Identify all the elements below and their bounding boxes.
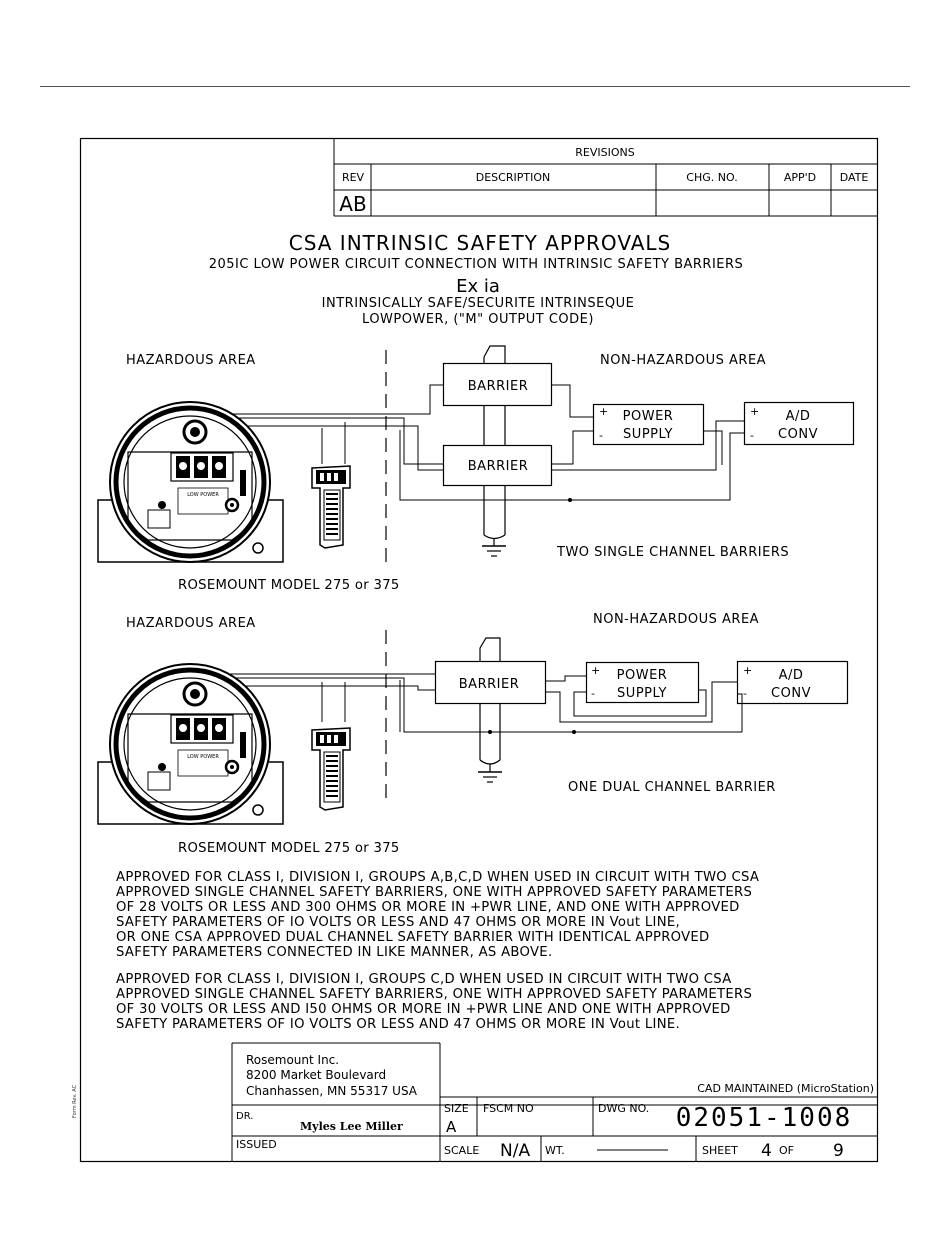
date-header: DATE: [840, 171, 869, 184]
company-city: Chanhassen, MN 55317 USA: [246, 1084, 418, 1098]
svg-text:+: +: [591, 664, 600, 677]
supply-label-2: SUPPLY: [617, 686, 667, 701]
dwg-no-label: DWG NO.: [598, 1102, 649, 1115]
scale-label: SCALE: [444, 1144, 479, 1157]
dual-barrier-box: [434, 660, 547, 705]
diagram-one-dual-channel: HAZARDOUS AREA NON-HAZARDOUS AREA BARRIE…: [126, 612, 849, 856]
rosemount-model-label-2: ROSEMOUNT MODEL 275 or 375: [178, 841, 400, 856]
issued-label: ISSUED: [236, 1138, 277, 1151]
svg-text:-: -: [599, 429, 603, 442]
note-1-line-4: SAFETY PARAMETERS OF IO VOLTS OR LESS AN…: [116, 915, 680, 930]
ad-label-2: A/D: [779, 668, 804, 683]
note-1-line-1: APPROVED FOR CLASS I, DIVISION I, GROUPS…: [116, 870, 759, 885]
power-label: POWER: [623, 409, 674, 424]
supply-label: SUPPLY: [623, 427, 673, 442]
note-1-line-2: APPROVED SINGLE CHANNEL SAFETY BARRIERS,…: [116, 885, 752, 900]
form-revision-note: Form Rev. AC: [72, 1084, 78, 1118]
of-label: OF: [779, 1144, 794, 1157]
drawing-title: CSA INTRINSIC SAFETY APPROVALS: [289, 231, 672, 255]
title-block: [231, 1042, 878, 1162]
drawn-by-name: Myles Lee Miller: [300, 1120, 403, 1133]
note-1-line-5: OR ONE CSA APPROVED DUAL CHANNEL SAFETY …: [116, 930, 710, 945]
hazardous-area-label-2: HAZARDOUS AREA: [126, 616, 256, 631]
power-supply-box: [592, 403, 705, 446]
note-2-line-4: SAFETY PARAMETERS OF IO VOLTS OR LESS AN…: [116, 1017, 680, 1032]
note-1-line-3: OF 28 VOLTS OR LESS AND 300 OHMS OR MORE…: [116, 900, 740, 915]
note-2-line-1: APPROVED FOR CLASS I, DIVISION I, GROUPS…: [116, 972, 732, 987]
barrier-box-upper: [442, 362, 553, 407]
svg-text:+: +: [750, 405, 759, 418]
drawing-subtitle: 205IC LOW POWER CIRCUIT CONNECTION WITH …: [209, 257, 744, 272]
drawing-number: 02051-1008: [676, 1103, 853, 1133]
lowpower-output-code: LOWPOWER, ("M" OUTPUT CODE): [362, 312, 594, 327]
drawing-border: [79, 137, 879, 1163]
one-dual-channel-barrier-label: ONE DUAL CHANNEL BARRIER: [568, 780, 776, 795]
conv-label: CONV: [778, 427, 818, 442]
two-single-channel-barriers-label: TWO SINGLE CHANNEL BARRIERS: [556, 545, 789, 560]
diagram-two-single-channel: HAZARDOUS AREA NON-HAZARDOUS AREA BARRIE…: [126, 345, 855, 593]
power-supply-box-2: [585, 661, 700, 704]
rosemount-model-label: ROSEMOUNT MODEL 275 or 375: [178, 578, 400, 593]
conv-label-2: CONV: [771, 686, 811, 701]
rev-header: REV: [342, 171, 365, 184]
power-label-2: POWER: [617, 668, 668, 683]
hazardous-area-label: HAZARDOUS AREA: [126, 353, 256, 368]
company-street: 8200 Market Boulevard: [246, 1068, 386, 1082]
ad-conv-box: [743, 401, 855, 446]
transmitter-2-label: LOW POWER: [187, 754, 219, 760]
barrier-box-lower: [442, 444, 553, 487]
approval-notes: APPROVED FOR CLASS I, DIVISION I, GROUPS…: [116, 870, 759, 1032]
dr-label: DR.: [236, 1111, 253, 1122]
non-hazardous-area-label: NON-HAZARDOUS AREA: [600, 353, 766, 368]
description-header: DESCRIPTION: [476, 171, 550, 184]
barrier-upper-label: BARRIER: [468, 379, 528, 394]
rev-value: AB: [339, 192, 366, 216]
chg-no-header: CHG. NO.: [686, 171, 737, 184]
ad-label: A/D: [786, 409, 811, 424]
revisions-table: [333, 138, 878, 217]
ex-ia-label: Ex ia: [456, 276, 500, 297]
size-label: SIZE: [444, 1102, 469, 1115]
barrier-lower-label: BARRIER: [468, 459, 528, 474]
svg-text:+: +: [599, 405, 608, 418]
field-communicator-1: [311, 465, 351, 549]
note-1-line-6: SAFETY PARAMETERS CONNECTED IN LIKE MANN…: [116, 945, 552, 960]
ad-conv-box-2: [736, 660, 849, 705]
intrinsically-safe-label: INTRINSICALLY SAFE/SECURITE INTRINSEQUE: [322, 296, 635, 311]
scale-value: N/A: [500, 1141, 530, 1161]
fscm-label: FSCM NO: [483, 1102, 534, 1115]
field-communicator-2: [311, 727, 351, 811]
non-hazardous-area-label-2: NON-HAZARDOUS AREA: [593, 612, 759, 627]
svg-text:-: -: [591, 687, 595, 700]
svg-text:-: -: [743, 687, 747, 700]
sheet-label: SHEET: [702, 1144, 738, 1157]
size-value: A: [446, 1118, 457, 1136]
transmitter-1-label: LOW POWER: [187, 492, 219, 498]
revisions-title: REVISIONS: [575, 146, 634, 159]
dual-barrier-label: BARRIER: [459, 677, 519, 692]
transmitter-2: [98, 664, 283, 824]
svg-text:-: -: [750, 429, 754, 442]
page-header-rule: [40, 86, 910, 87]
sheet-total: 9: [833, 1141, 844, 1161]
appd-header: APP'D: [784, 171, 816, 184]
weight-label: WT.: [545, 1144, 565, 1157]
note-2-line-2: APPROVED SINGLE CHANNEL SAFETY BARRIERS,…: [116, 987, 752, 1002]
company-name: Rosemount Inc.: [246, 1053, 339, 1067]
svg-text:+: +: [743, 664, 752, 677]
cad-maintained-label: CAD MAINTAINED (MicroStation): [697, 1082, 874, 1095]
sheet-number: 4: [761, 1141, 772, 1161]
note-2-line-3: OF 30 VOLTS OR LESS AND I50 OHMS OR MORE…: [116, 1002, 731, 1017]
